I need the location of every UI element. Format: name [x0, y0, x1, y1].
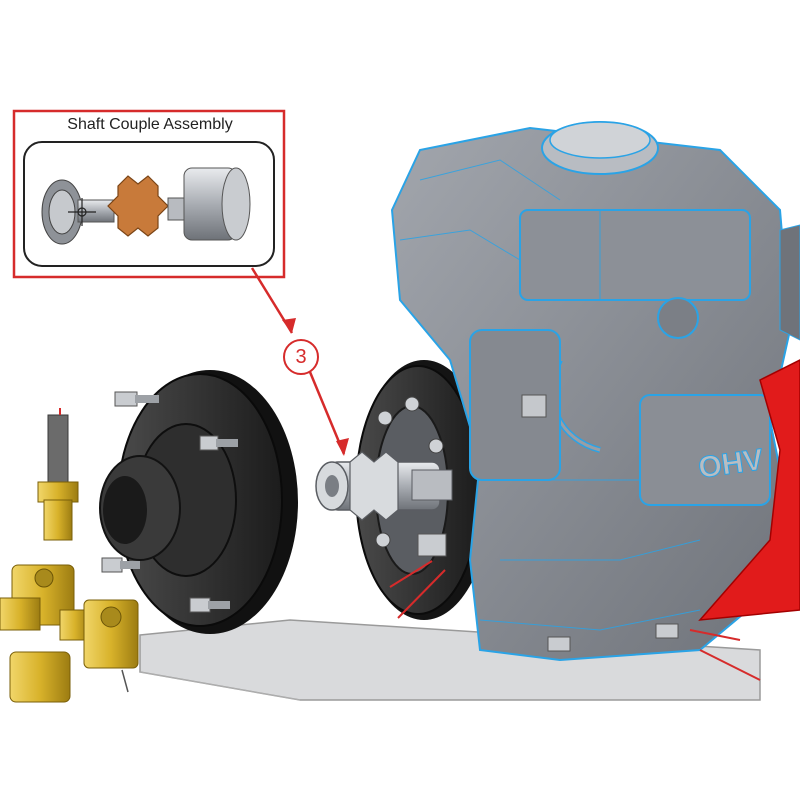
inset-coupler-hub — [41, 179, 115, 245]
callout-title: Shaft Couple Assembly — [67, 116, 233, 133]
inset-spider — [107, 175, 169, 237]
engine-ohv-badge: OHV — [696, 443, 765, 485]
shaft-coupling — [315, 451, 453, 521]
crosshair-icon — [68, 198, 96, 226]
callout-number: 3 — [295, 346, 307, 368]
pump-flange — [99, 370, 298, 634]
base-plate — [139, 619, 761, 701]
shaft-couple-callout — [12, 109, 286, 279]
flange-bolts — [101, 391, 238, 613]
inset-shaft-hub — [167, 167, 251, 241]
engine-body: OHV — [390, 121, 800, 662]
brass-fittings — [0, 414, 139, 703]
callout-leader — [59, 267, 761, 681]
